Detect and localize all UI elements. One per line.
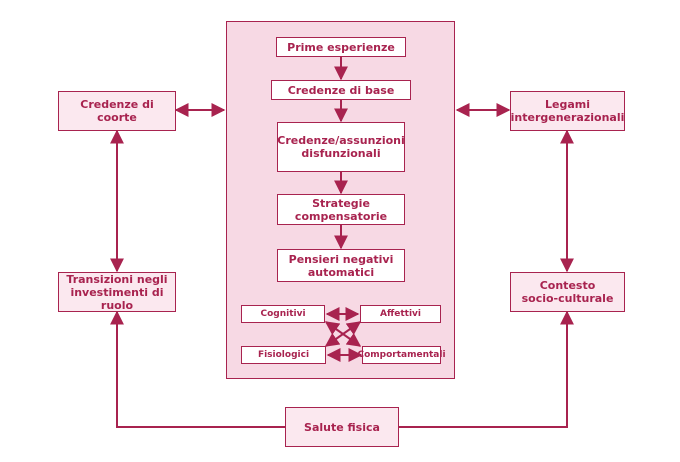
- node-contesto-socio-culturale: Contesto socio-culturale: [510, 272, 625, 312]
- node-prime-esperienze: Prime esperienze: [276, 37, 406, 57]
- arrow-salute-contesto: [399, 310, 574, 428]
- node-cognitivi: Cognitivi: [241, 305, 325, 323]
- node-credenze-disfunzionali: Credenze/assunzioni disfunzionali: [277, 122, 405, 172]
- node-affettivi: Affettivi: [360, 305, 441, 323]
- node-pensieri-negativi: Pensieri negativi automatici: [277, 249, 405, 282]
- node-comportamentali: Comportamentali: [357, 346, 446, 364]
- node-transizioni: Transizioni negli investimenti di ruolo: [58, 272, 176, 312]
- node-credenze-di-coorte: Credenze di coorte: [58, 91, 176, 131]
- node-fisiologici: Fisiologici: [241, 346, 326, 364]
- node-strategie-compensatorie: Strategie compensatorie: [277, 194, 405, 225]
- node-credenze-di-base: Credenze di base: [271, 80, 411, 100]
- arrow-salute-transizioni: [110, 310, 285, 428]
- node-legami-intergenerazionali: Legami intergenerazionali: [510, 91, 625, 131]
- node-salute-fisica: Salute fisica: [285, 407, 399, 447]
- arrow-cross-2: [324, 321, 362, 347]
